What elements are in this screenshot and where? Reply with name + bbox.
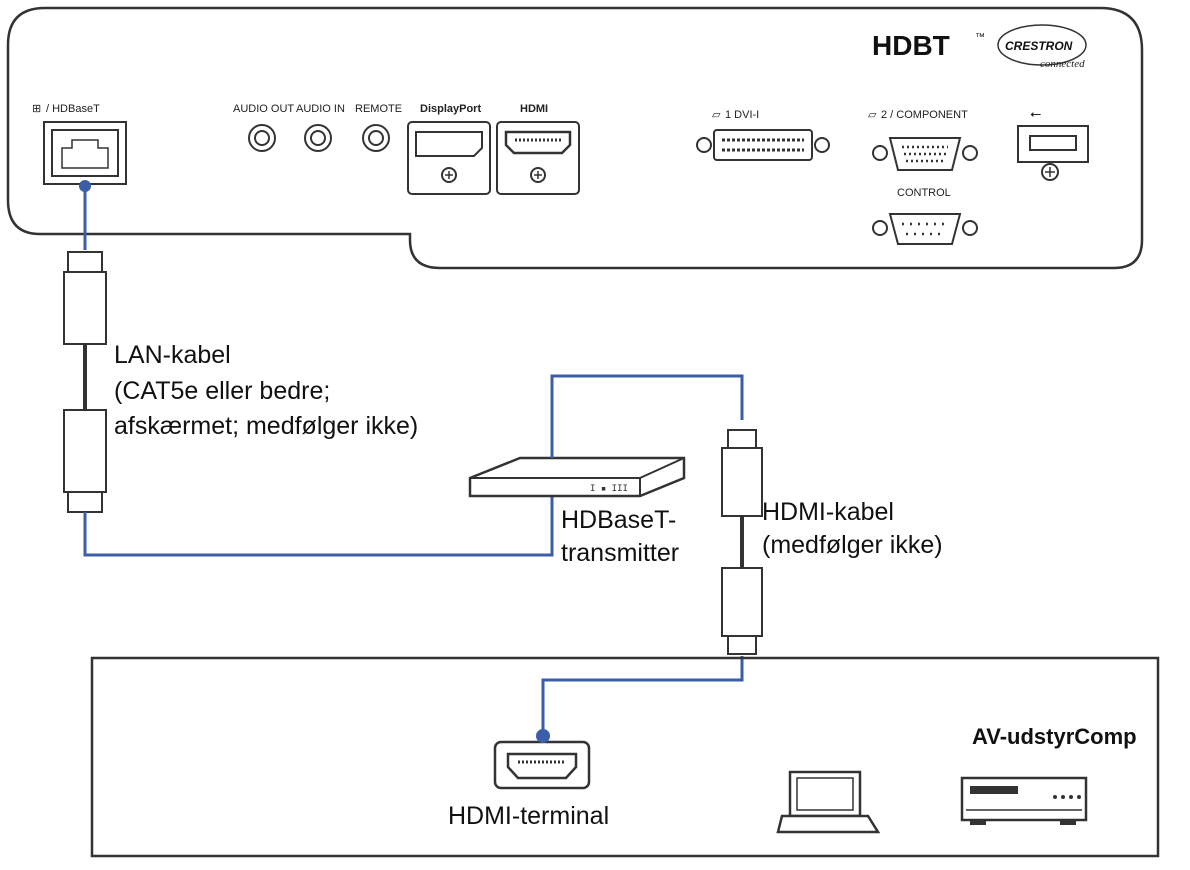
hdmi-connection-point — [536, 729, 550, 743]
displayport-port: DisplayPort — [407, 103, 491, 195]
hdmi-port-projector: HDMI — [496, 103, 580, 195]
svg-text:DisplayPort: DisplayPort — [420, 103, 481, 115]
svg-text:CRESTRON: CRESTRON — [1005, 39, 1073, 53]
svg-text:HDMI: HDMI — [520, 103, 548, 115]
svg-text:2 / COMPONENT: 2 / COMPONENT — [881, 109, 968, 121]
hdmi-terminal-label: HDMI-terminal — [448, 802, 609, 830]
lan-cable — [63, 251, 107, 513]
remote-port: REMOTE — [355, 103, 402, 152]
transmitter-label-2: transmitter — [561, 539, 679, 567]
svg-text:REMOTE: REMOTE — [355, 103, 402, 115]
dvd-player-icon — [960, 776, 1088, 825]
svg-text:connected: connected — [1040, 58, 1085, 70]
laptop-icon — [776, 770, 881, 834]
dvi-port: ▱ 1 DVI-I — [696, 109, 830, 161]
control-port: CONTROL — [872, 187, 978, 245]
component-port: ▱ 2 / COMPONENT — [868, 109, 978, 171]
monitor-icon: ▱ — [712, 109, 721, 121]
svg-text:CONTROL: CONTROL — [897, 187, 951, 199]
av-equipment-title: AV-udstyrComp — [972, 724, 1137, 749]
svg-text:/ HDBaseT: / HDBaseT — [46, 103, 100, 115]
audio-in-port: AUDIO IN — [296, 103, 345, 152]
usb-icon: ⭠ — [1030, 106, 1041, 122]
network-icon: ⊞ — [32, 103, 41, 115]
usb-port: ⭠ — [1017, 106, 1089, 181]
lan-cable-label-2: (CAT5e eller bedre; — [114, 377, 330, 405]
hdbt-trademark: ™ — [975, 32, 985, 43]
hdmi-terminal-port — [493, 740, 591, 790]
monitor-icon-2: ▱ — [868, 109, 877, 121]
hdmi-cable — [721, 429, 763, 655]
crestron-logo: CRESTRON connected — [997, 24, 1087, 70]
audio-out-port: AUDIO OUT — [233, 103, 294, 152]
hdmi-cable-label-1: HDMI-kabel — [762, 498, 894, 526]
lan-connection-point — [79, 180, 91, 192]
transmitter-leds: I ▪ III — [590, 484, 628, 494]
svg-text:1 DVI-I: 1 DVI-I — [725, 109, 759, 121]
hdbt-logo: HDBT — [872, 30, 950, 61]
av-equipment-box — [90, 656, 1160, 858]
svg-text:AUDIO IN: AUDIO IN — [296, 103, 345, 115]
svg-text:AUDIO OUT: AUDIO OUT — [233, 103, 294, 115]
lan-cable-label-3: afskærmet; medfølger ikke) — [114, 412, 418, 440]
lan-cable-label-1: LAN-kabel — [114, 341, 231, 369]
transmitter-label-1: HDBaseT- — [561, 506, 676, 534]
hdmi-cable-label-2: (medfølger ikke) — [762, 531, 943, 559]
hdbaset-transmitter: I ▪ III — [468, 456, 686, 498]
